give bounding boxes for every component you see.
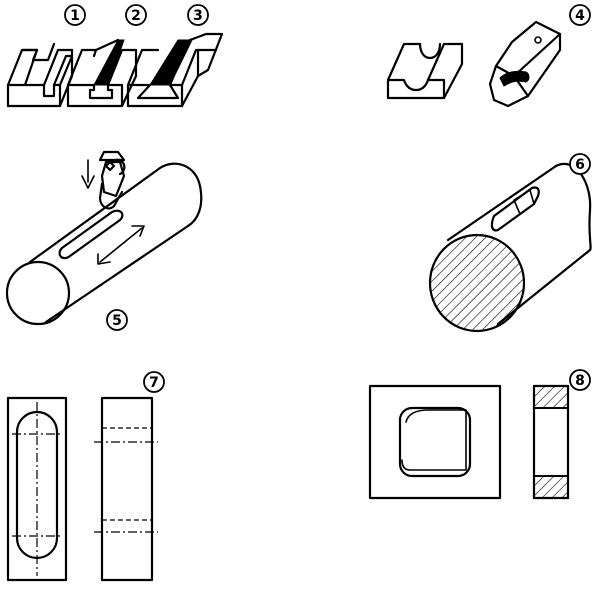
figure-2-t-slot-groove: [66, 38, 138, 108]
figure-5-shaft-milling: [5, 150, 203, 326]
callout-8: 8: [569, 369, 591, 391]
callout-3-label: 3: [193, 8, 203, 24]
figure-1-rectangular-groove: [6, 42, 74, 108]
callout-3: 3: [187, 4, 209, 26]
callout-1: 1: [64, 4, 86, 26]
callout-6: 6: [569, 153, 591, 175]
figure-3-dovetail-groove: [126, 32, 224, 108]
callout-2-label: 2: [131, 8, 141, 24]
callout-8-label: 8: [575, 373, 585, 389]
callout-7-label: 7: [149, 375, 159, 391]
figure-8-square-hole-views: [368, 384, 570, 500]
callout-4: 4: [569, 4, 591, 26]
callout-1-label: 1: [70, 8, 80, 24]
callout-7: 7: [143, 371, 165, 393]
figure-6-shaft-section: [428, 162, 592, 333]
figure-4-round-groove-blocks: [386, 20, 562, 108]
callout-5: 5: [106, 309, 128, 331]
callout-4-label: 4: [575, 8, 585, 24]
callout-6-label: 6: [575, 157, 585, 173]
figure-7-keyway-slot-views: [6, 396, 158, 582]
callout-5-label: 5: [112, 313, 122, 329]
callout-2: 2: [125, 4, 147, 26]
